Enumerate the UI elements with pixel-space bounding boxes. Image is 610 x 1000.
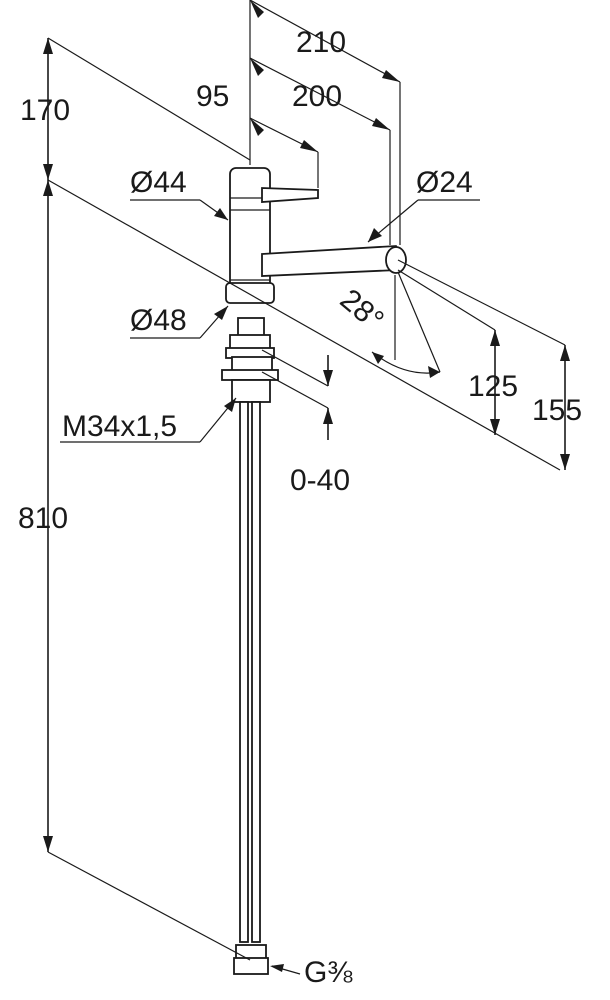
label-spout-height: 155: [532, 394, 582, 427]
dimension-labels: 210 200 95 170 810 Ø44 Ø48 Ø24 28° 125 1…: [18, 26, 582, 989]
dimension-lines: [43, 0, 570, 975]
label-swivel-angle: 28°: [334, 283, 390, 337]
label-overall-reach: 210: [296, 26, 346, 59]
label-body-diameter: Ø44: [130, 166, 187, 199]
label-spout-diameter: Ø24: [416, 166, 473, 199]
label-thread: M34x1,5: [62, 410, 177, 443]
label-base-diameter: Ø48: [130, 304, 187, 337]
label-outlet-height: 125: [468, 370, 518, 403]
label-deck-thickness: 0-40: [290, 464, 350, 497]
label-handle-reach: 95: [196, 80, 229, 113]
label-total-height: 810: [18, 502, 68, 535]
faucet-body: [225, 0, 407, 304]
label-spout-reach: 200: [292, 80, 342, 113]
label-top-height: 170: [20, 94, 70, 127]
mounting-assembly: [221, 317, 279, 975]
label-connection: G⅜: [304, 956, 353, 989]
